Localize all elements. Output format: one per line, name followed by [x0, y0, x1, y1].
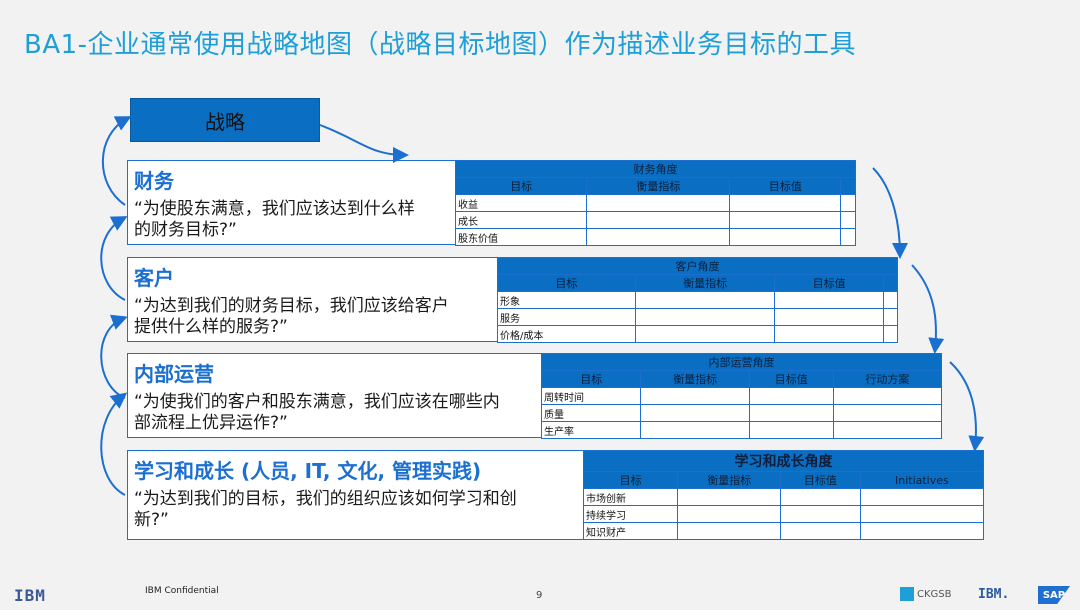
column-header: 目标值: [774, 274, 884, 292]
panel-quote: “为使我们的客户和股东满意，我们应该在哪些内部流程上优异运作?”: [134, 392, 500, 433]
column-header: 目标: [540, 370, 642, 388]
column-header: 衡量指标: [586, 177, 731, 195]
panel-operations: 内部运营 “为使我们的客户和股东满意，我们应该在哪些内部流程上优异运作?”: [127, 353, 543, 438]
column-header: 目标值: [729, 177, 842, 195]
arrow-customer-to-finance: [100, 216, 128, 301]
table-row: 形象: [497, 291, 899, 309]
ibm-logo: IBM: [14, 586, 46, 605]
page-number: 9: [536, 590, 543, 601]
panel-heading: 学习和成长 (人员, IT, 文化, 管理实践): [134, 459, 482, 483]
arrow-finance-to-customer: [872, 167, 908, 259]
table-row: 成长: [454, 211, 856, 229]
table-title: 内部运营角度: [541, 353, 942, 371]
table-row: 价格/成本: [497, 325, 899, 343]
table-title: 客户角度: [497, 257, 898, 275]
table-row: 股东价值: [454, 228, 856, 246]
arrow-learning-to-ops: [100, 392, 128, 496]
table-row: 收益: [454, 194, 856, 212]
row-label: 知识财产: [582, 522, 679, 540]
arrow-ops-to-customer: [100, 314, 128, 399]
ibm-logo-right: IBM.: [978, 587, 1010, 602]
row-label: 生产率: [540, 421, 642, 439]
table-row: 知识财产: [582, 522, 985, 540]
table-row: 质量: [540, 404, 943, 422]
arrow-customer-to-ops: [911, 264, 945, 354]
column-header: 目标: [454, 177, 588, 195]
panel-quote: “为使股东满意，我们应该达到什么样的财务目标?”: [134, 199, 415, 240]
panel-heading: 客户: [134, 266, 174, 290]
column-header: 目标值: [748, 370, 834, 388]
column-header: 目标值: [780, 471, 861, 489]
finance-table: 财务角度 目标衡量指标目标值 收益 成长 股东价值: [454, 160, 856, 246]
table-title: 学习和成长角度: [583, 450, 984, 472]
customer-table: 客户角度 目标衡量指标目标值 形象 服务 价格/成本: [497, 257, 899, 343]
panel-customer: 客户 “为达到我们的财务目标，我们应该给客户提供什么样的服务?”: [127, 257, 499, 342]
column-header: 目标: [582, 471, 679, 489]
arrow-finance-to-strategy: [101, 116, 132, 206]
row-label: 价格/成本: [497, 325, 636, 343]
column-header: [840, 177, 856, 195]
table-row: 生产率: [540, 421, 943, 439]
ckgsb-icon: [900, 587, 914, 601]
slide-title: BA1-企业通常使用战略地图（战略目标地图）作为描述业务目标的工具: [24, 30, 857, 60]
operations-table: 内部运营角度 目标衡量指标目标值行动方案 周转时间 质量 生产率: [540, 353, 943, 439]
confidential-label: IBM Confidential: [145, 586, 219, 596]
column-header: 衡量指标: [640, 370, 750, 388]
strategy-box: 战略: [130, 98, 320, 142]
panel-heading: 财务: [134, 169, 174, 193]
strategy-label: 战略: [205, 109, 245, 134]
arrow-strategy-to-finance: [319, 124, 409, 163]
arrow-ops-to-learning: [949, 361, 985, 452]
table-row: 市场创新: [582, 488, 985, 506]
table-title: 财务角度: [455, 160, 856, 178]
panel-quote: “为达到我们的财务目标，我们应该给客户提供什么样的服务?”: [134, 296, 449, 337]
panel-quote: “为达到我们的目标，我们的组织应该如何学习和创新?”: [134, 489, 517, 530]
row-label: 股东价值: [454, 228, 588, 246]
panel-heading: 内部运营: [134, 362, 214, 386]
column-header: 衡量指标: [677, 471, 782, 489]
panel-learning: 学习和成长 (人员, IT, 文化, 管理实践) “为达到我们的目标，我们的组织…: [127, 450, 585, 540]
ckgsb-logo: CKGSB: [900, 587, 952, 601]
ckgsb-text: CKGSB: [917, 588, 952, 600]
table-row: 周转时间: [540, 387, 943, 405]
